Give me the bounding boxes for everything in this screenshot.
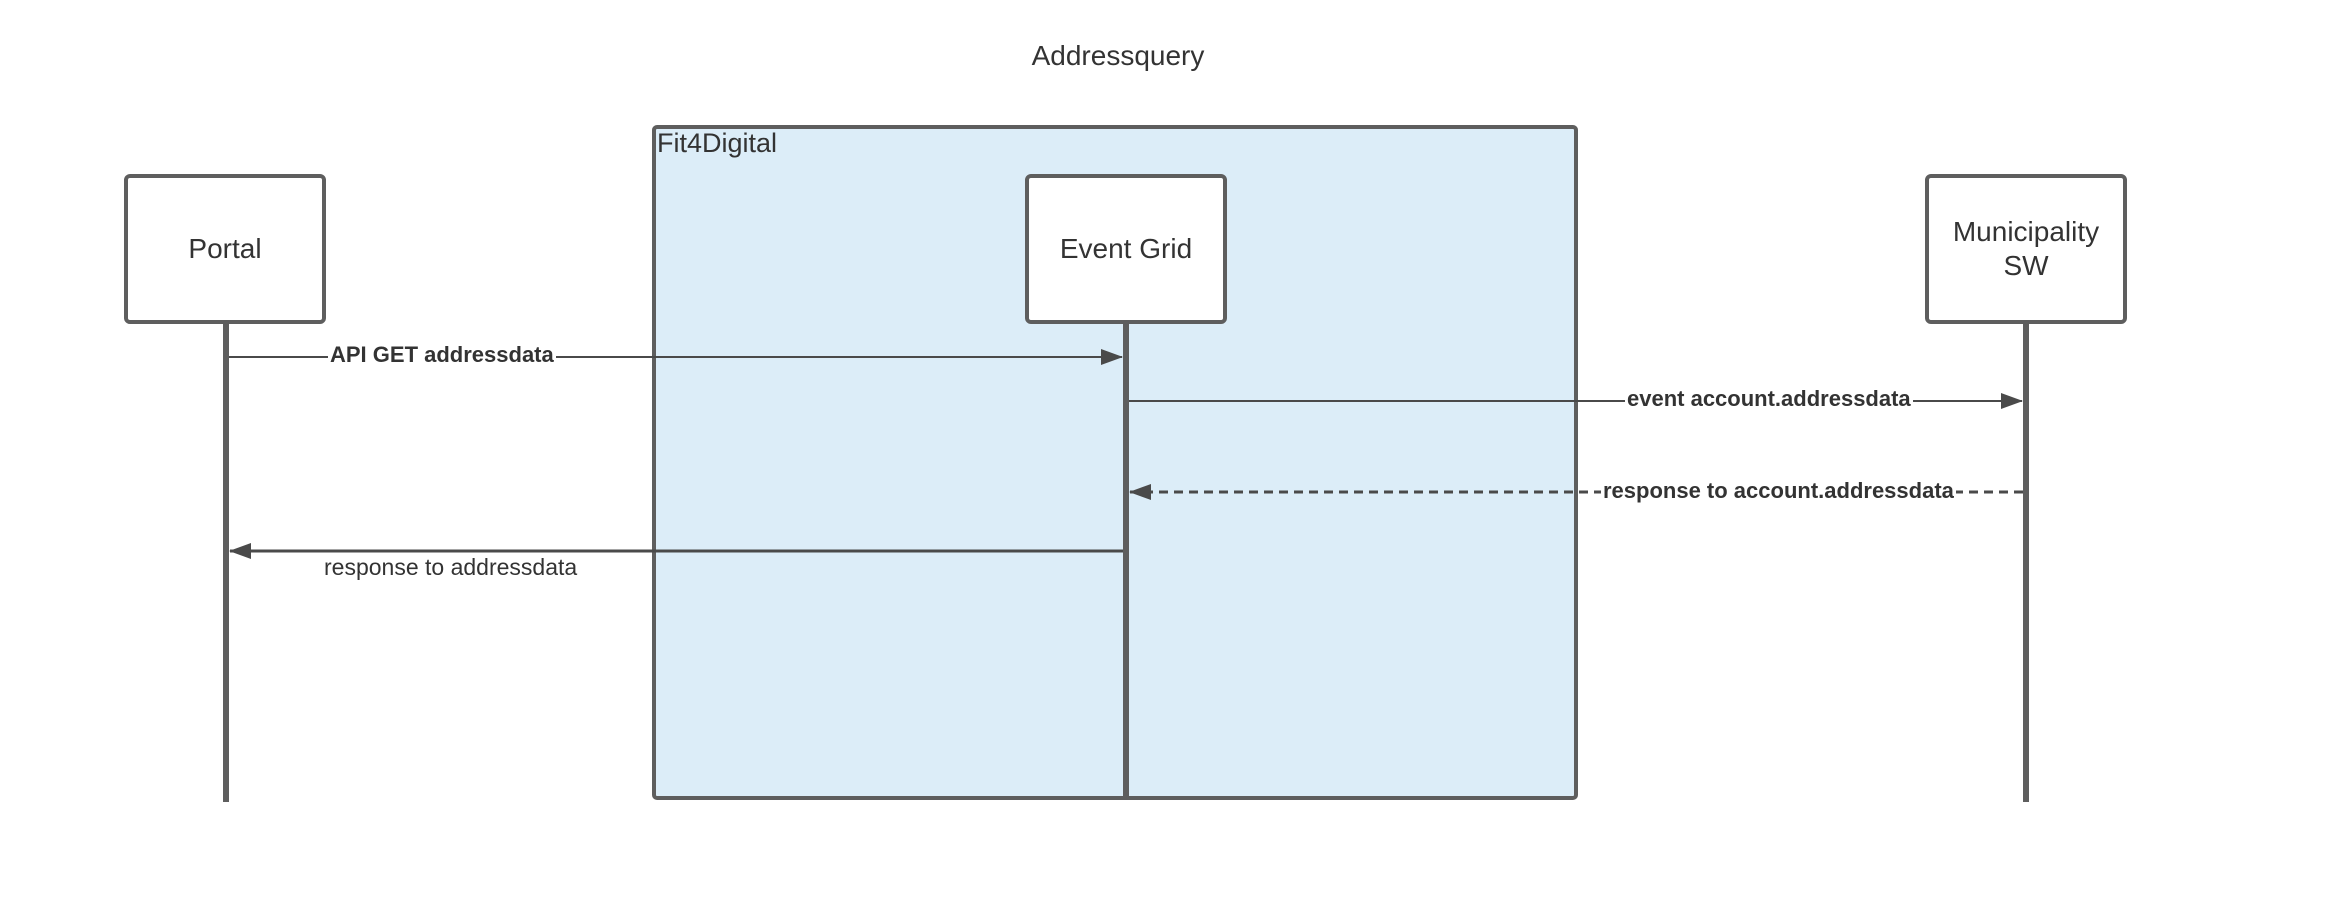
message-label-3: response to account.addressdata xyxy=(1601,478,1956,503)
participant-label: Portal xyxy=(188,233,262,265)
participant-label: Municipality SW xyxy=(1952,216,2100,281)
participant-municipality[interactable]: Municipality SW xyxy=(1925,174,2127,324)
diagram-title: Addressquery xyxy=(1031,40,1205,71)
group-label: Fit4Digital xyxy=(657,128,778,158)
message-label-1: API GET addressdata xyxy=(328,342,556,367)
participant-portal[interactable]: Portal xyxy=(124,174,326,324)
participant-event-grid[interactable]: Event Grid xyxy=(1025,174,1227,324)
message-label-2: event account.addressdata xyxy=(1625,386,1913,411)
message-label-4: response to addressdata xyxy=(324,554,578,580)
participant-label: Event Grid xyxy=(1059,233,1193,265)
